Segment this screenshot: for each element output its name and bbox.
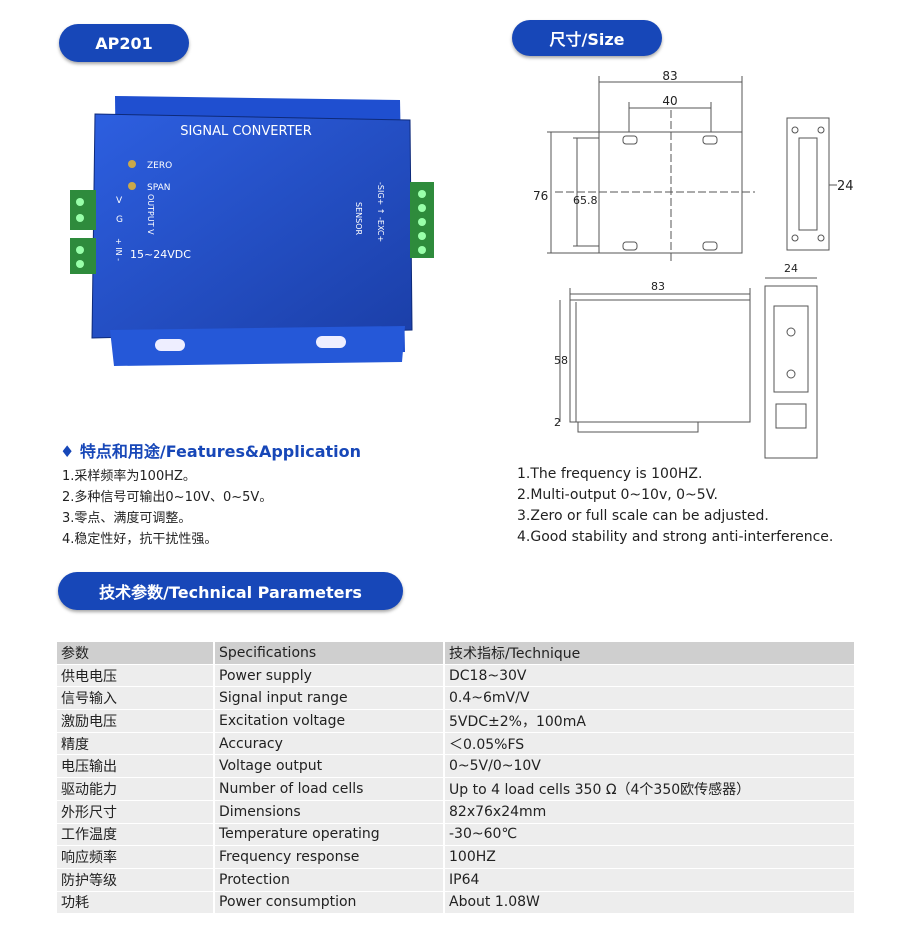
table-cell: Signal input range: [213, 687, 443, 710]
table-cell: Temperature operating: [213, 823, 443, 846]
feature-item: 1.采样频率为100HZ。: [62, 469, 196, 484]
table-header-cell: Specifications: [213, 642, 443, 664]
dim-top-width: 83: [662, 69, 677, 83]
table-cell: 功耗: [57, 891, 213, 914]
table-cell: 电压输出: [57, 755, 213, 778]
table-cell: Number of load cells: [213, 778, 443, 800]
dim-front-base: 2: [554, 416, 561, 429]
feature-item: 3.Zero or full scale can be adjusted.: [517, 508, 769, 524]
table-cell: Voltage output: [213, 755, 443, 778]
table-cell: Excitation voltage: [213, 710, 443, 732]
table-cell: 供电电压: [57, 664, 213, 687]
table-header-cell: 技术指标/Technique: [443, 642, 854, 664]
table-cell: Up to 4 load cells 350 Ω（4个350欧传感器）: [443, 778, 854, 800]
feature-item: 3.零点、满度可调整。: [62, 511, 192, 526]
feature-item: 4.Good stability and strong anti-interfe…: [517, 529, 834, 545]
table-cell: 响应频率: [57, 846, 213, 868]
feature-item: 2.Multi-output 0~10v, 0~5V.: [517, 487, 718, 503]
table-cell: 外形尺寸: [57, 800, 213, 823]
table-header-cell: 参数: [57, 642, 213, 664]
table-cell: 激励电压: [57, 710, 213, 732]
table-cell: 0~5V/0~10V: [443, 755, 854, 778]
table-cell: 信号输入: [57, 687, 213, 710]
front-view-drawing: 83 58 2 24: [554, 262, 818, 459]
features-list-cn: 1.采样频率为100HZ。 2.多种信号可输出0~10V、0~5V。 3.零点、…: [62, 466, 272, 550]
product-image: SIGNAL CONVERTER ZERO SPAN V G OUTPUT V …: [70, 96, 434, 366]
span-label: SPAN: [147, 183, 170, 193]
table-cell: Frequency response: [213, 846, 443, 868]
dim-front-height: 58: [554, 354, 568, 367]
table-cell: ＜0.05%FS: [443, 732, 854, 755]
product-title: SIGNAL CONVERTER: [180, 124, 312, 139]
feature-item: 2.多种信号可输出0~10V、0~5V。: [62, 490, 273, 505]
table-cell: About 1.08W: [443, 891, 854, 914]
table-cell: 82x76x24mm: [443, 800, 854, 823]
table-cell: Power consumption: [213, 891, 443, 914]
table-header-row: 参数 Specifications 技术指标/Technique: [57, 642, 854, 664]
power-label: 15~24VDC: [130, 248, 191, 261]
model-badge: AP201: [59, 24, 189, 62]
output-label: OUTPUT V: [146, 194, 155, 235]
table-cell: 工作温度: [57, 823, 213, 846]
feature-item: 4.稳定性好，抗干扰性强。: [62, 532, 218, 547]
in-label: + IN -: [114, 238, 123, 261]
v-label: V: [116, 196, 123, 206]
table-cell: 精度: [57, 732, 213, 755]
sig-exc-label: -SIG+ ↑ -EXC+: [376, 182, 385, 242]
size-section-badge: 尺寸/Size: [512, 20, 662, 56]
dim-height: 76: [533, 189, 548, 203]
right-terminal-block: [410, 182, 434, 258]
table-cell: 100HZ: [443, 846, 854, 868]
params-section-badge: 技术参数/Technical Parameters: [58, 572, 403, 610]
table-cell: 驱动能力: [57, 778, 213, 800]
table-cell: IP64: [443, 868, 854, 891]
table-cell: Dimensions: [213, 800, 443, 823]
table-cell: Accuracy: [213, 732, 443, 755]
feature-item: 1.The frequency is 100HZ.: [517, 466, 703, 482]
dim-inner-height: 65.8: [573, 194, 598, 207]
features-heading: ♦ 特点和用途/Features&Application: [60, 442, 362, 461]
features-list-en: 1.The frequency is 100HZ. 2.Multi-output…: [517, 464, 833, 548]
sensor-label: SENSOR: [354, 202, 363, 235]
table-cell: 5VDC±2%，100mA: [443, 710, 854, 732]
top-view-drawing: 83 40 76 65.8 24: [533, 69, 854, 264]
zero-label: ZERO: [147, 161, 172, 171]
g-label: G: [116, 215, 123, 225]
table-cell: 防护等级: [57, 868, 213, 891]
table-cell: -30~60℃: [443, 823, 854, 846]
dim-side-depth: 24: [837, 179, 854, 194]
dim-front-width: 83: [651, 280, 665, 293]
table-cell: DC18~30V: [443, 664, 854, 687]
table-cell: Protection: [213, 868, 443, 891]
table-cell: Power supply: [213, 664, 443, 687]
table-cell: 0.4~6mV/V: [443, 687, 854, 710]
dim-hole-spacing: 40: [662, 94, 677, 108]
dim-side-width: 24: [784, 262, 798, 275]
left-terminal-block: [70, 190, 96, 274]
